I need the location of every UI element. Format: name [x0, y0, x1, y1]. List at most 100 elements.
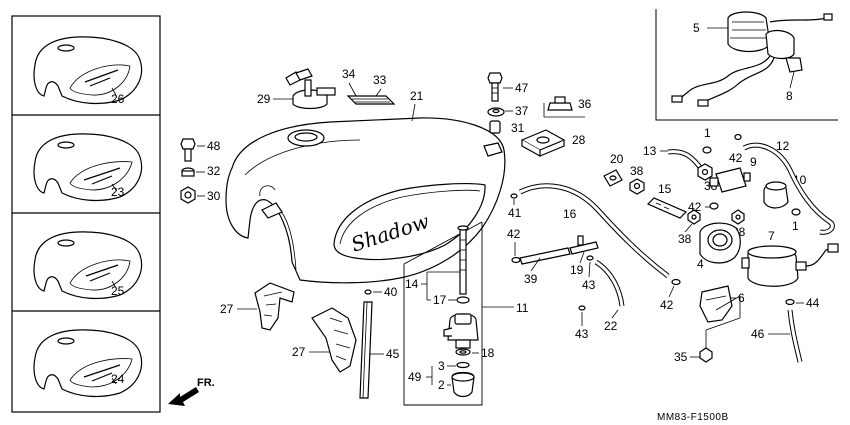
callout-9: 9 [750, 155, 757, 169]
callout-43a: 43 [582, 278, 596, 292]
callout-12: 12 [776, 139, 790, 153]
callout-40: 40 [384, 285, 398, 299]
washer-37 [487, 107, 505, 117]
callout-24: 24 [111, 372, 125, 386]
callout-45: 45 [386, 347, 400, 361]
gasket-18 [455, 348, 471, 356]
callout-14: 14 [405, 277, 419, 291]
callout-30: 30 [207, 189, 221, 203]
callout-38a: 38 [630, 164, 644, 178]
callout-28: 28 [572, 133, 586, 147]
side-cover-upper-27 [254, 282, 295, 331]
tank-variant-25 [33, 231, 143, 300]
fuel-tube-22 [594, 259, 625, 307]
collar-15 [646, 197, 688, 219]
clip-40 [364, 289, 372, 295]
callout-41: 41 [508, 206, 522, 220]
callout-6: 6 [738, 291, 745, 305]
tank-variant-23 [33, 133, 143, 202]
callout-43b: 43 [575, 327, 589, 341]
callout-4: 4 [697, 257, 704, 271]
callout-21: 21 [410, 89, 424, 103]
diagram-code: MM83-F1500B [657, 412, 729, 423]
fuel-tube-16 [518, 183, 670, 278]
callout-3: 3 [438, 359, 445, 373]
callout-42c: 42 [729, 151, 743, 165]
fuel-filter-9 [709, 167, 751, 193]
tube-46 [787, 309, 803, 363]
callout-1b: 1 [792, 219, 799, 233]
clip-43-a [586, 255, 594, 261]
callout-48: 48 [207, 139, 221, 153]
clip-42-b [671, 278, 681, 286]
callout-16: 16 [563, 207, 577, 221]
mount-rubber-28 [520, 129, 566, 158]
collar-31 [489, 120, 501, 134]
side-cover-lower-27 [311, 307, 357, 373]
valve-strainer-14 [457, 225, 469, 295]
clip-43-b [578, 305, 586, 311]
o-ring-17 [456, 296, 470, 304]
relay-harness [671, 55, 803, 107]
nut-38-b [687, 209, 701, 225]
fuel-tube-13 [667, 149, 705, 172]
clip-42-c [734, 133, 742, 141]
callout-44: 44 [806, 296, 820, 310]
callout-25: 25 [111, 284, 125, 298]
direction-label: FR. [197, 377, 215, 389]
callout-22: 22 [604, 319, 618, 333]
callout-31: 31 [511, 121, 525, 135]
callout-7: 7 [768, 229, 775, 243]
callout-13: 13 [643, 144, 657, 158]
callout-27a: 27 [220, 302, 234, 316]
nut-30 [180, 186, 196, 204]
variant-panels [11, 15, 161, 413]
callout-19: 19 [570, 263, 584, 277]
joint-nut-38-c [697, 163, 713, 181]
front-direction-arrow: FR. [168, 377, 215, 406]
clip-41 [510, 193, 518, 199]
clip-44 [785, 298, 795, 306]
callout-37: 37 [515, 104, 529, 118]
callout-20: 20 [610, 152, 624, 166]
callout-17: 17 [433, 293, 447, 307]
clip-42-a [511, 256, 521, 264]
fuel-valve-body [443, 313, 479, 349]
emblem-strip [346, 95, 396, 105]
callout-36: 36 [578, 97, 592, 111]
callout-34: 34 [342, 67, 356, 81]
callout-8: 8 [786, 89, 793, 103]
callout-29: 29 [257, 92, 271, 106]
callout-5: 5 [693, 21, 700, 35]
fuel-cap-assembly [285, 68, 336, 110]
clip-42-d [709, 202, 719, 210]
tank-variant-24 [33, 329, 143, 398]
nut-38-a [629, 178, 645, 195]
three-way-joint-19 [569, 235, 599, 255]
callout-35: 35 [674, 350, 688, 364]
collar-32 [181, 167, 195, 177]
callout-47: 47 [515, 81, 529, 95]
callout-27b: 27 [292, 345, 306, 359]
clip-1-a [702, 146, 712, 154]
callout-1a: 1 [704, 126, 711, 140]
callout-11: 11 [516, 301, 529, 315]
tank-variant-26 [33, 36, 143, 105]
pump-bracket-6 [699, 285, 733, 323]
callout-32: 32 [207, 164, 221, 178]
o-ring-3 [456, 361, 470, 369]
fuel-pump-7 [741, 243, 839, 287]
callout-42d: 42 [688, 200, 702, 214]
callout-18: 18 [481, 346, 495, 360]
bolt-35 [699, 330, 713, 363]
fuel-cut-relay-5 [727, 11, 833, 60]
callout-39: 39 [524, 272, 538, 286]
callout-26: 26 [111, 92, 125, 106]
fitting-20 [603, 169, 623, 187]
callout-42a: 42 [507, 227, 521, 241]
callout-2: 2 [438, 378, 445, 392]
callout-49: 49 [408, 370, 422, 384]
bolt-48 [180, 138, 196, 162]
callout-33: 33 [373, 73, 387, 87]
